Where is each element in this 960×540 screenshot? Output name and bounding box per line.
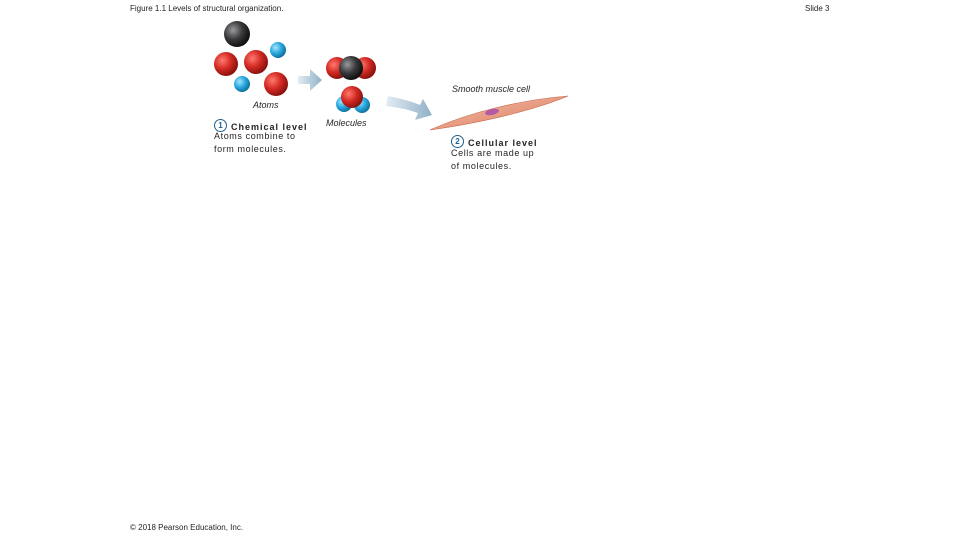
hydrogen-atom xyxy=(234,76,250,92)
step-number-badge: 2 xyxy=(451,135,464,149)
atoms-label: Atoms xyxy=(253,100,279,110)
atoms-cluster xyxy=(214,21,288,96)
oxygen-atom xyxy=(264,72,288,96)
chemical-level-description: Atoms combine to form molecules. xyxy=(214,130,296,156)
description-line: Atoms combine to xyxy=(214,131,296,141)
chemical-level-heading: 1 Chemical level xyxy=(214,117,308,135)
cell-nucleus xyxy=(485,108,499,116)
water-molecule xyxy=(336,86,370,113)
cellular-level-description: Cells are made up of molecules. xyxy=(451,147,534,173)
copyright-footer: © 2018 Pearson Education, Inc. xyxy=(130,523,244,532)
molecules-label: Molecules xyxy=(326,118,367,128)
level-title: Cellular level xyxy=(468,138,538,148)
step-number-badge: 1 xyxy=(214,119,227,133)
oxygen-atom xyxy=(214,52,238,76)
carbon-dioxide-molecule xyxy=(326,56,376,80)
figure-title: Figure 1.1 Levels of structural organiza… xyxy=(130,4,284,13)
smooth-muscle-cell xyxy=(429,95,569,131)
arrow-atoms-to-molecules xyxy=(298,69,322,91)
cell-label: Smooth muscle cell xyxy=(452,84,531,94)
description-line: of molecules. xyxy=(451,161,512,171)
cellular-level-heading: 2 Cellular level xyxy=(451,133,538,151)
oxygen-atom xyxy=(244,50,268,74)
carbon-atom xyxy=(224,21,250,47)
arrow-molecules-to-cell xyxy=(386,96,432,120)
description-line: Cells are made up xyxy=(451,148,535,158)
slide-number: Slide 3 xyxy=(805,4,830,13)
hydrogen-atom xyxy=(270,42,286,58)
description-line: form molecules. xyxy=(214,144,287,154)
level-title: Chemical level xyxy=(231,122,308,132)
